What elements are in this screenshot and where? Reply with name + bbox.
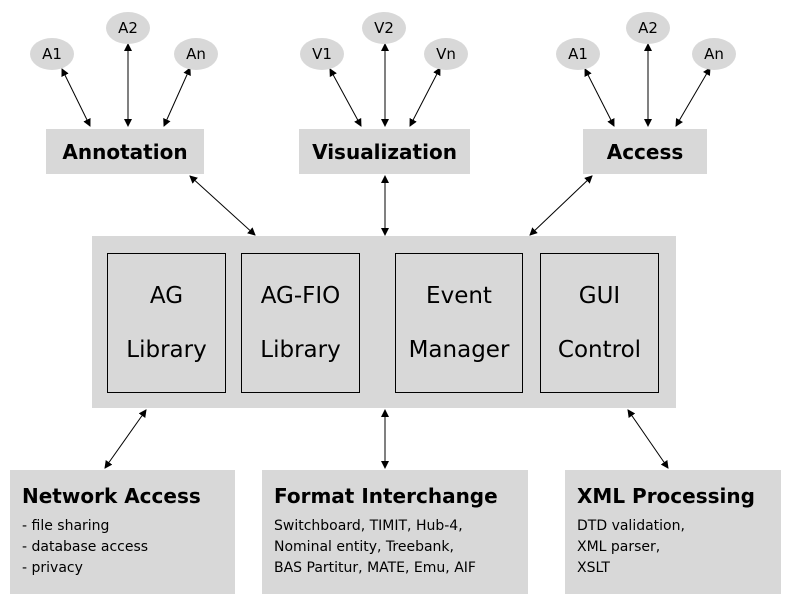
ag-fio-library-box: AG-FIO Library	[241, 253, 360, 393]
arrow-access-core	[529, 175, 593, 236]
gui-control-line-1: GUI	[578, 282, 621, 309]
visualization-node-v2: V2	[362, 12, 406, 44]
arrow-vn-visualization	[409, 67, 441, 127]
visualization-node-v1: V1	[300, 38, 344, 70]
access-node-a2: A2	[626, 12, 670, 44]
format-interchange-box: Format Interchange Switchboard, TIMIT, H…	[262, 470, 528, 594]
gui-control-box: GUI Control	[540, 253, 659, 393]
ag-fio-library-line-2: Library	[260, 337, 341, 364]
xml-processing-item: DTD validation,	[577, 518, 685, 534]
annotation-node-a1: A1	[30, 38, 74, 70]
event-manager-line-2: Manager	[408, 337, 510, 364]
event-manager-line-1: Event	[426, 282, 492, 309]
arrow-annotation-core	[189, 175, 256, 236]
arrow-a1-annotation	[61, 68, 91, 127]
format-interchange-item: Nominal entity, Treebank,	[274, 539, 454, 555]
ag-library-line-1: AG	[149, 282, 184, 309]
arrow-v1-visualization	[329, 68, 362, 127]
arrow-an-access	[675, 67, 711, 127]
xml-processing-box: XML Processing DTD validation, XML parse…	[565, 470, 781, 594]
network-access-item: - database access	[22, 539, 149, 555]
ag-library-box: AG Library	[107, 253, 226, 393]
arrow-core-network	[104, 409, 147, 469]
format-interchange-title: Format Interchange	[274, 484, 498, 508]
network-access-item: - privacy	[22, 560, 83, 576]
xml-processing-title: XML Processing	[577, 484, 755, 508]
network-access-title: Network Access	[22, 484, 201, 508]
ag-fio-library-line-1: AG-FIO	[260, 282, 341, 309]
access-node-a1: A1	[556, 38, 600, 70]
arrow-an-annotation	[163, 67, 191, 127]
format-interchange-item: Switchboard, TIMIT, Hub-4,	[274, 518, 463, 534]
visualization-node-vn: Vn	[424, 38, 468, 70]
ag-library-line-2: Library	[126, 337, 207, 364]
gui-control-line-2: Control	[557, 337, 642, 364]
arrow-a1-access	[584, 68, 615, 127]
access-module: Access	[583, 129, 707, 174]
network-access-item: - file sharing	[22, 518, 110, 534]
annotation-node-a2: A2	[106, 12, 150, 44]
annotation-module: Annotation	[46, 129, 204, 174]
xml-processing-item: XSLT	[577, 560, 610, 576]
arrow-core-xml	[627, 409, 669, 469]
visualization-module: Visualization	[299, 129, 470, 174]
format-interchange-item: BAS Partitur, MATE, Emu, AIF	[274, 560, 476, 576]
xml-processing-item: XML parser,	[577, 539, 661, 555]
annotation-node-an: An	[174, 38, 218, 70]
network-access-box: Network Access - file sharing - database…	[10, 470, 235, 594]
event-manager-box: Event Manager	[395, 253, 523, 393]
access-node-an: An	[692, 38, 736, 70]
